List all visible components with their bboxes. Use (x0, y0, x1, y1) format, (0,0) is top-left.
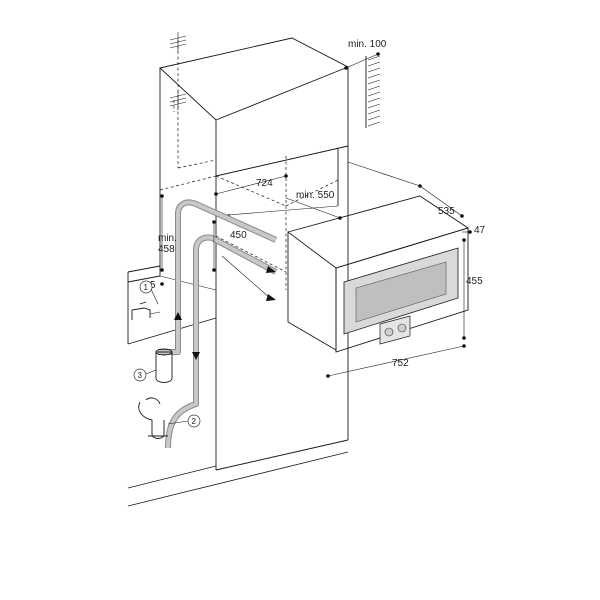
upper-cabinet (159, 37, 350, 227)
lower-cabinet (159, 146, 349, 471)
flow-arrows (174, 255, 276, 360)
callout-3-label: 3 (138, 371, 143, 380)
vent-symbol-middle (169, 90, 187, 110)
knob-right-icon (397, 323, 407, 333)
callout-2-label: 2 (192, 417, 197, 426)
callout-1-label: 1 (144, 283, 149, 292)
dim-455: 455 (466, 276, 483, 287)
dimension-lines (160, 52, 472, 378)
dim-458: 458 (158, 244, 175, 255)
dim-450: 450 (230, 230, 247, 241)
dim-752: 752 (392, 358, 409, 369)
callout-3: 3 (133, 368, 157, 382)
vent-symbol-top (169, 32, 187, 52)
wall-hatch (365, 55, 381, 128)
worktop (127, 265, 349, 507)
dim-min-100: min. 100 (348, 39, 387, 50)
faucet-icon (131, 301, 161, 320)
dim-5: 5 (150, 280, 156, 291)
dim-724: 724 (256, 178, 273, 189)
dim-47: 47 (474, 225, 486, 236)
dim-min-550: min. 550 (296, 190, 335, 201)
filter-cartridge-icon (155, 348, 173, 383)
callout-2: 2 (167, 414, 201, 428)
callout-1: 1 (139, 280, 159, 305)
dim-535: 535 (438, 206, 455, 217)
cutout-guides (159, 40, 339, 290)
siphon-icon (138, 397, 168, 439)
dim-min-label: min. (158, 233, 177, 244)
hose (158, 199, 278, 449)
appliance (286, 195, 470, 353)
knob-left-icon (384, 327, 394, 337)
